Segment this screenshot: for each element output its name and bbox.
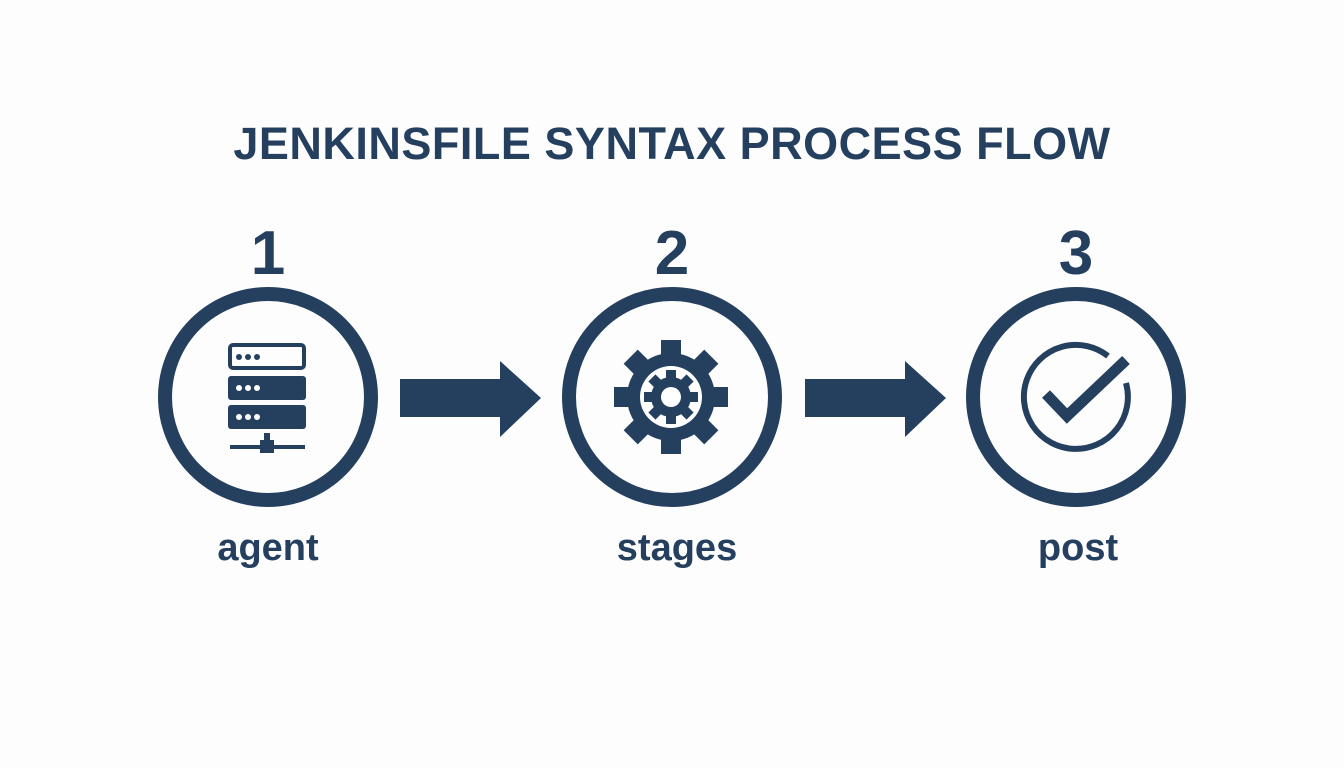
step-1-number: 1 <box>250 219 286 288</box>
diagram-title: JENKINSFILE SYNTAX PROCESS FLOW <box>233 118 1111 169</box>
server-icon <box>228 343 306 453</box>
step-3-label: post <box>1037 527 1119 569</box>
step-2-number: 2 <box>654 219 690 288</box>
step-3-circle <box>966 287 1186 507</box>
gear-icon <box>614 340 728 454</box>
check-circle-icon <box>1020 341 1131 452</box>
step-2-circle <box>562 287 782 507</box>
step-1-label: agent <box>217 527 319 569</box>
step-2-label: stages <box>616 527 738 569</box>
arrow-2-to-3 <box>805 361 946 437</box>
step-1-circle <box>158 287 378 507</box>
arrow-1-to-2 <box>400 361 541 437</box>
step-3-number: 3 <box>1058 219 1094 288</box>
